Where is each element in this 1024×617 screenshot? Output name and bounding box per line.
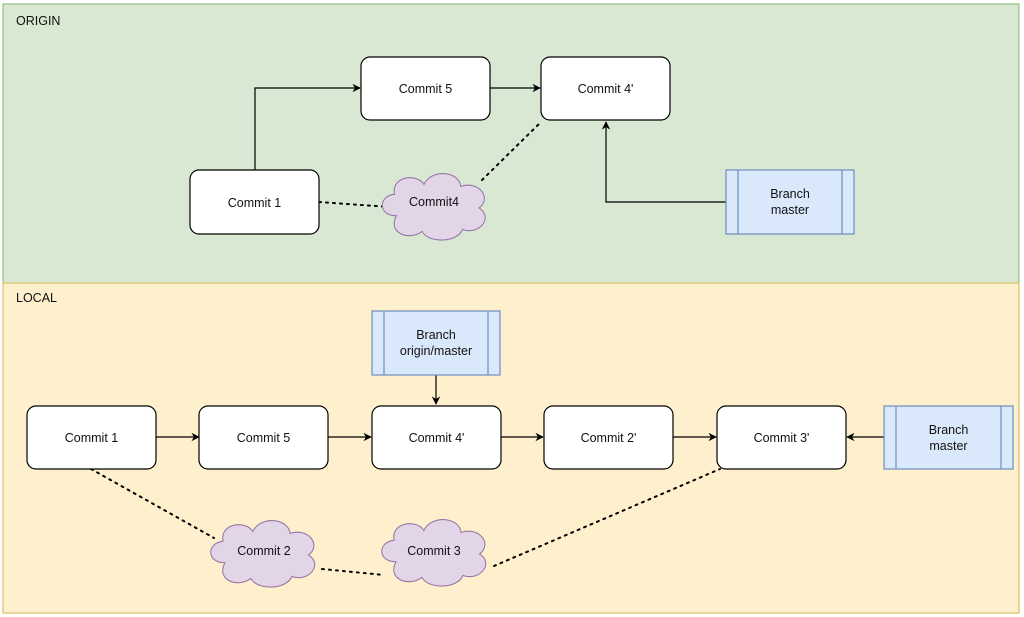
local-commit-2-prime: Commit 2' (543, 405, 674, 470)
dotted-local-commit1-to-commit2 (90, 468, 215, 539)
local-branch-origin-master: Branch origin/master (371, 310, 501, 376)
dotted-local-commit3-to-commit3prime (493, 468, 721, 567)
dotted-local-commit2-to-commit3 (321, 568, 385, 576)
local-commit-3-cloud: Commit 3 (381, 519, 487, 587)
dotted-origin-commit1-to-commit4 (318, 201, 391, 208)
local-commit-5: Commit 5 (198, 405, 329, 470)
origin-commit-1: Commit 1 (189, 169, 320, 235)
local-commit-2-cloud: Commit 2 (210, 520, 316, 588)
origin-commit-4-cloud-label: Commit4 (409, 195, 459, 209)
local-region (2, 282, 1020, 614)
local-branch-origin-master-line2: origin/master (400, 344, 472, 358)
local-commit-4-prime: Commit 4' (371, 405, 502, 470)
local-commit-5-label: Commit 5 (237, 431, 291, 445)
origin-commit-4-prime: Commit 4' (540, 56, 671, 121)
origin-branch-master-line1: Branch (770, 187, 810, 201)
local-commit-4-prime-label: Commit 4' (409, 431, 465, 445)
local-region-label: LOCAL (16, 291, 57, 305)
edge-origin-master-to-commit4prime (601, 121, 726, 203)
local-commit-3-prime: Commit 3' (716, 405, 847, 470)
local-commit-1: Commit 1 (26, 405, 157, 470)
local-commit-2-prime-label: Commit 2' (581, 431, 637, 445)
local-commit-3-prime-label: Commit 3' (754, 431, 810, 445)
dotted-origin-commit4-to-commit4prime (481, 121, 542, 181)
origin-commit-5: Commit 5 (360, 56, 491, 121)
origin-commit-4-cloud: Commit4 (381, 173, 486, 241)
local-commit-1-label: Commit 1 (65, 431, 119, 445)
origin-commit-4-prime-label: Commit 4' (578, 82, 634, 96)
local-commit-3-cloud-label: Commit 3 (407, 544, 461, 558)
origin-commit-5-label: Commit 5 (399, 82, 453, 96)
local-branch-master-line2: master (929, 439, 967, 453)
local-commit-2-cloud-label: Commit 2 (237, 544, 291, 558)
local-branch-master: Branch master (883, 405, 1014, 470)
edge-origin-commit1-to-commit5 (254, 83, 361, 170)
origin-commit-1-label: Commit 1 (228, 196, 282, 210)
origin-region (2, 3, 1020, 284)
local-branch-master-line1: Branch (929, 423, 969, 437)
origin-branch-master-line2: master (771, 203, 809, 217)
origin-branch-master: Branch master (725, 169, 855, 235)
origin-region-label: ORIGIN (16, 14, 60, 28)
local-branch-origin-master-line1: Branch (416, 328, 456, 342)
